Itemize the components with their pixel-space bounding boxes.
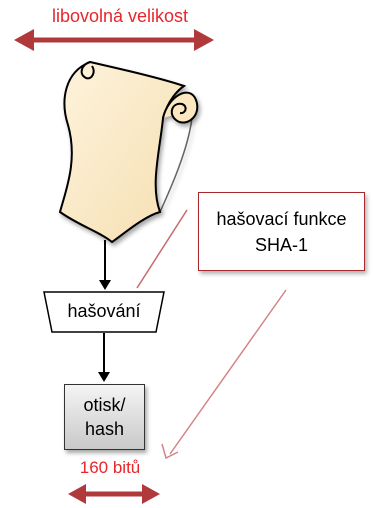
hashing-process-label: hašování xyxy=(67,301,141,321)
hashing-process-shape xyxy=(43,291,165,333)
input-size-label: libovolná velikost xyxy=(51,6,189,26)
flow-arrow-1 xyxy=(99,240,111,290)
scroll-icon xyxy=(58,60,199,244)
callout-pointer-arrow xyxy=(161,289,287,460)
output-size-double-arrow xyxy=(68,484,160,504)
hash-output-box: otisk/ hash xyxy=(64,384,145,450)
flow-arrow-2 xyxy=(98,333,110,382)
input-size-double-arrow xyxy=(14,29,214,51)
callout-pointer-line xyxy=(136,209,188,289)
hash-function-callout: hašovací funkce SHA-1 xyxy=(198,192,365,271)
output-size-label: 160 bitů xyxy=(79,458,141,477)
